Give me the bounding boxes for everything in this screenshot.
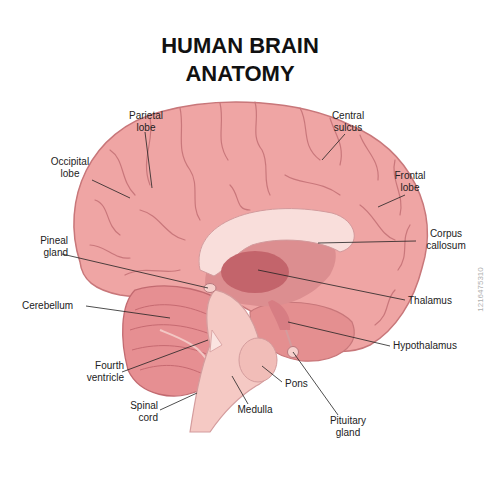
part-label: Occipital lobe (45, 156, 95, 180)
pituitary-stalk (286, 330, 292, 348)
part-label: Corpus callosum (418, 228, 474, 252)
pons (239, 338, 277, 382)
hypothalamus (268, 300, 290, 330)
fourth-ventricle (210, 330, 222, 352)
part-label: Parietal lobe (122, 110, 170, 134)
diagram-title: HUMAN BRAIN ANATOMY (150, 32, 330, 88)
part-label: Spinal cord (120, 400, 158, 424)
part-label: Hypothalamus (393, 340, 473, 352)
part-label: Pineal gland (28, 235, 68, 259)
part-label: Thalamus (408, 295, 478, 307)
part-label: Cerebellum (22, 300, 92, 312)
part-label: Central sulcus (322, 110, 374, 134)
part-label: Fourth ventricle (58, 360, 124, 384)
part-label: Medulla (230, 404, 280, 416)
part-label: Pituitary gland (318, 415, 378, 439)
watermark: 1216475310 (476, 267, 485, 312)
thalamus (221, 251, 289, 293)
part-label: Pons (285, 378, 325, 390)
pineal-gland (204, 284, 216, 293)
part-label: Frontal lobe (385, 170, 435, 194)
